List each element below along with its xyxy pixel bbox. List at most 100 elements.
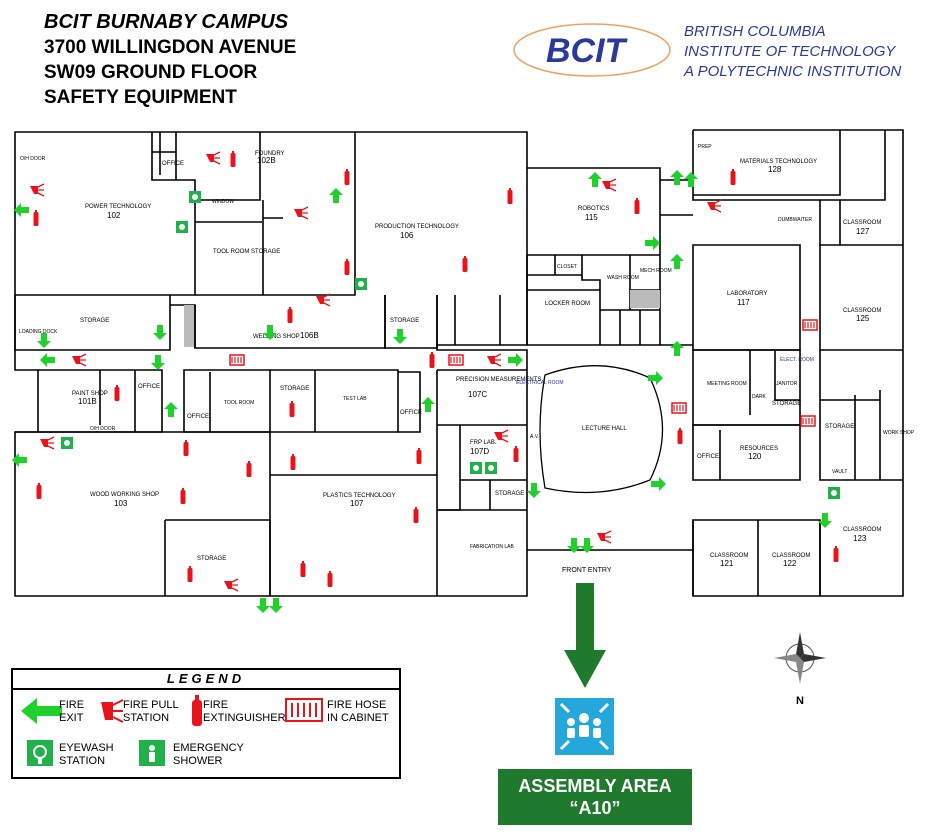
fire-extinguisher-icon [246,461,252,477]
room-storage-7: STORAGE [825,424,854,430]
lecture-hall-outline [539,365,664,494]
fire-pull-icon [596,530,612,544]
room-frp-num: 107D [470,447,489,456]
fire-hose-icon [802,319,818,331]
logo-line-1: BRITISH COLUMBIA [684,23,826,40]
fire-hose-icon [229,354,245,366]
logo-text: BRITISH COLUMBIA INSTITUTE OF TECHNOLOGY… [684,22,901,82]
room-storage-1: STORAGE [80,318,109,324]
room-foundry: FOUNDRY [255,151,285,157]
room-materials-num: 128 [768,165,782,174]
room-resources: RESOURCES [740,446,778,452]
fire-exit-icon [256,598,270,613]
room-office-2: OFFICE [187,414,209,420]
room-tool-room: TOOL ROOM [224,400,254,406]
legend-fire-exit-label: FIRE EXIT [59,699,85,724]
room-lecture: LECTURE HALL [582,426,627,432]
room-classroom121: CLASSROOM [710,553,748,559]
room-classroom125-num: 125 [856,314,870,323]
room-loading: LOADING DOCK [19,329,58,335]
room-storage-2: STORAGE [390,318,419,324]
fire-extinguisher-icon [429,352,435,368]
assembly-area-icon [555,698,614,755]
room-dumbwaiter: DUMBWAITER [778,217,812,223]
fire-exit-icon [421,397,435,412]
room-classroom122-num: 122 [783,559,797,568]
room-tool-storage: TOOL ROOM STORAGE [213,249,280,255]
legend-fire-extinguisher-label: FIRE EXTINGUISHER [203,699,286,724]
fire-exit-icon [527,483,541,498]
room-closet: CLOSET [557,264,577,270]
eyewash-icon [828,487,840,499]
room-classroom127: CLASSROOM [843,220,881,226]
fire-pull-icon [223,578,239,592]
fire-exit-icon [153,325,167,340]
assembly-area-code: “A10” [569,798,621,818]
room-office-5: OFFICE [162,161,184,167]
legend-fire-extinguisher-icon [192,695,202,726]
fire-extinguisher-icon [344,169,350,185]
room-labels: FOUNDRY 102B POWER TECHNOLOGY 102 PRODUC… [19,144,915,574]
floor-label: SW09 GROUND FLOOR [44,62,258,83]
fire-extinguisher-icon [180,488,186,504]
legend-eyewash-label: EYEWASH STATION [59,742,114,767]
compass-rose: N [770,628,830,708]
room-electrical: ELECTRICAL ROOM [516,380,564,386]
fire-extinguisher-icon [300,561,306,577]
fire-extinguishers [33,151,839,587]
fire-exit-icon [329,188,343,203]
fire-extinguisher-icon [230,151,236,167]
room-prep: PREP [698,144,712,150]
room-precision-num: 107C [468,390,487,399]
fire-pull-icon [39,436,55,450]
room-vault: VAULT [832,469,847,475]
room-office-3: OFFICE [400,410,422,416]
stair-fill [184,305,194,347]
fire-extinguisher-icon [730,169,736,185]
legend-shower-icon [139,740,165,766]
room-work-shop: WORK SHOP [883,430,915,436]
fire-extinguisher-icon [833,546,839,562]
room-locker: LOCKER ROOM [545,301,590,307]
eyewash-icon [176,221,188,233]
room-woodworking-num: 103 [114,499,128,508]
building-walls [14,129,904,597]
room-power-num: 102 [107,211,121,220]
fire-pull-icon [71,353,87,367]
room-laboratory-num: 117 [737,298,750,307]
legend-fire-pull-icon [101,699,124,723]
room-test-lab: TEST LAB [343,396,367,402]
fire-exit-icon [651,477,666,491]
fire-pull-icon [706,199,722,213]
eyewash-icon [189,191,201,203]
room-window: WINDOW [212,199,234,205]
fire-hose-icon [800,415,816,427]
fire-extinguisher-icon [287,307,293,323]
room-meeting: MEETING ROOM [707,381,747,387]
room-power: POWER TECHNOLOGY [85,204,151,210]
eyewash-icon [470,462,482,474]
room-storage-5: STORAGE [495,491,524,497]
room-welding-num: 106B [300,331,319,340]
eyewash-icon [61,437,73,449]
fire-extinguisher-icon [634,198,640,214]
legend-fire-hose-icon [285,698,323,722]
fire-exit-icon [670,170,684,185]
legend-fire-exit-icon [21,698,62,724]
room-office-4: OFFICE [697,454,719,460]
fire-pull-icon [486,353,502,367]
fire-extinguisher-icon [416,448,422,464]
room-paint-num: 101B [78,397,97,406]
room-classroom125: CLASSROOM [843,308,881,314]
bcit-logo: BCIT BRITISH COLUMBIA INSTITUTE OF TECHN… [512,20,902,82]
front-entry-label: FRONT ENTRY [562,567,612,574]
fire-extinguisher-icon [290,454,296,470]
room-janitor: JANITOR [776,381,798,387]
room-precision: PRECISION MEASUREMENTS [456,377,541,383]
legend: LEGEND FIRE EXIT FIRE PULL STATION FIRE … [11,668,401,779]
fire-exit-icon [670,254,684,269]
fire-exit-icon [37,333,51,348]
assembly-people-icon [559,702,610,751]
fire-pull-icon [293,206,309,220]
room-robotics: ROBOTICS [578,206,609,212]
